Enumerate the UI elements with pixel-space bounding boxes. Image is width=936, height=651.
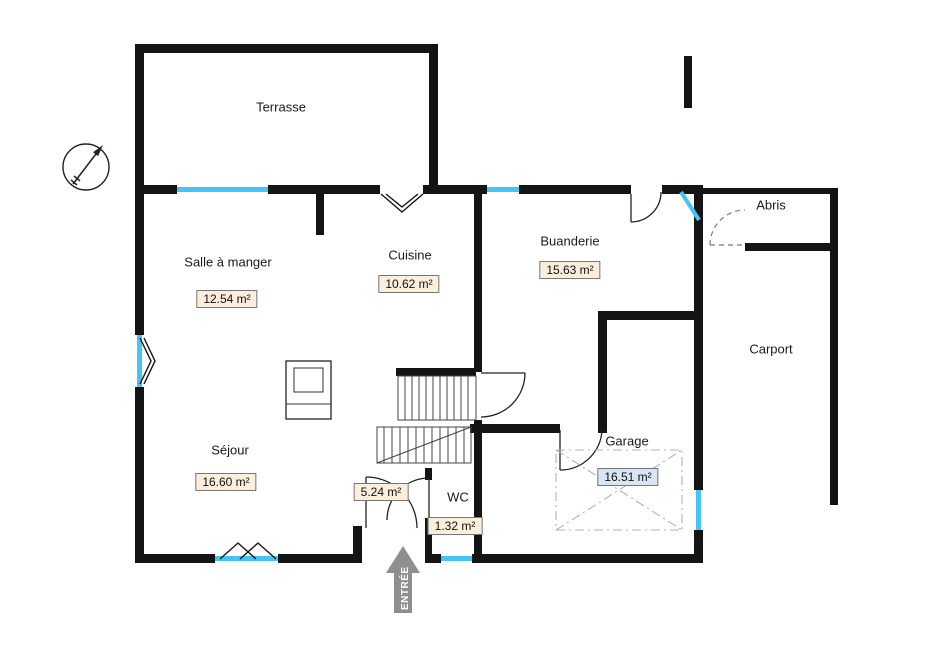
room-label-abris: Abris (756, 197, 786, 213)
room-label-cuisine: Cuisine (388, 247, 432, 263)
window-wc (441, 556, 472, 561)
window-casement-marks (139, 193, 424, 560)
compass-icon (62, 143, 110, 191)
room-label-salle-a-manger: Salle à manger (184, 254, 272, 270)
room-label-sejour: Séjour (211, 442, 249, 458)
stove (285, 360, 332, 420)
room-label-carport: Carport (749, 341, 793, 357)
entry-label: ENTRÉE (398, 566, 411, 610)
area-badge-sejour: 16.60 m² (195, 473, 257, 491)
area-badge-buanderie: 15.63 m² (539, 261, 601, 279)
garage-door-outline (555, 449, 683, 531)
room-label-wc: WC (447, 489, 469, 505)
area-badge-garage: 16.51 m² (597, 468, 659, 486)
window-buanderie-corner (679, 190, 701, 222)
abris-door-swing (709, 209, 746, 246)
walls (135, 44, 838, 563)
room-label-garage: Garage (605, 433, 649, 449)
window-sejour-bottom (215, 556, 278, 561)
window-buanderie (487, 187, 519, 192)
area-badge-cuisine: 10.62 m² (378, 275, 440, 293)
area-badge-hall: 5.24 m² (353, 483, 409, 501)
room-label-buanderie: Buanderie (540, 233, 600, 249)
area-badge-wc: 1.32 m² (427, 517, 483, 535)
staircase (376, 375, 477, 464)
windows (137, 187, 701, 561)
window-garage (696, 490, 701, 530)
area-badge-salle-a-manger: 12.54 m² (196, 290, 258, 308)
window-sejour-left (137, 335, 142, 387)
room-label-terrasse: Terrasse (256, 99, 306, 115)
window-salle-a-manger (177, 187, 268, 192)
entry-arrow: ENTRÉE (386, 546, 420, 613)
